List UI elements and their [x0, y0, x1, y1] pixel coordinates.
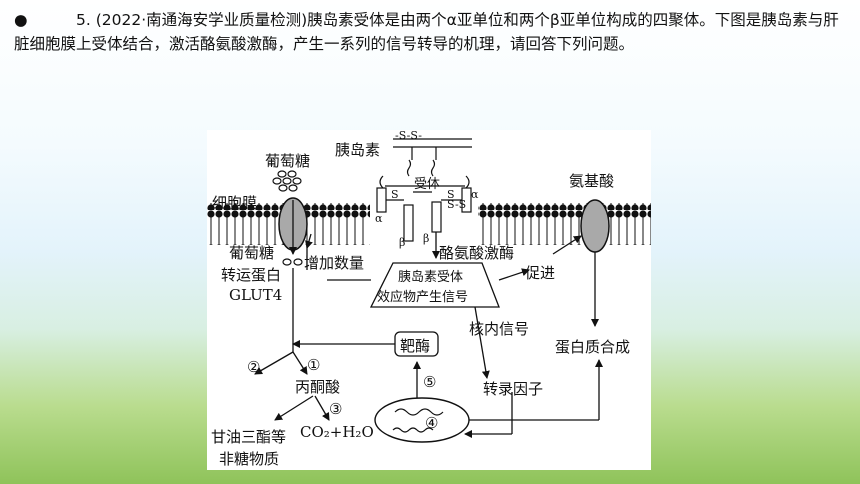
alpha-left-label: α: [375, 212, 383, 225]
pyruvate-label: 丙酮酸: [295, 378, 341, 396]
step-2-label: ②: [247, 358, 261, 376]
ss-bond-label: -S-S-: [395, 129, 423, 142]
product-nonsugar-label: 非糖物质: [219, 450, 280, 468]
cell-membrane-label: 细胞膜: [212, 194, 258, 212]
product-fat-label: 甘油三酯等: [211, 428, 287, 446]
alpha-right-label: α: [471, 188, 479, 201]
transcription-factor-label: 转录因子: [483, 380, 544, 398]
effector-label-1: 胰岛素受体: [398, 270, 464, 285]
promote-label: 促进: [525, 264, 556, 282]
transporter-label-3: GLUT4: [229, 286, 283, 304]
amino-acid-transporter: [580, 199, 610, 253]
step-1-label: ①: [307, 356, 321, 374]
insulin-label: 胰岛素: [335, 141, 381, 159]
ss-small-label: S-S: [447, 198, 467, 211]
question-text-block: ●5. (2022·南通海安学业质量检测)胰岛素受体是由两个α亚单位和两个β亚单…: [14, 8, 844, 56]
protein-synthesis-label: 蛋白质合成: [555, 338, 631, 356]
tyrosine-kinase-label: 酪氨酸激酶: [439, 244, 515, 262]
s-bond-left: S: [391, 188, 399, 201]
step-3-label: ③: [329, 400, 343, 418]
s-bond-right: S: [447, 188, 455, 201]
increase-label: 增加数量: [304, 254, 365, 272]
question-text: 5. (2022·南通海安学业质量检测)胰岛素受体是由两个α亚单位和两个β亚单位…: [14, 11, 839, 53]
target-enzyme-label: 靶酶: [400, 337, 431, 355]
insulin-molecule: [393, 138, 472, 177]
step-4-label: ④: [425, 414, 439, 432]
effector-box: [369, 262, 500, 308]
insulin-receptor: [376, 175, 472, 242]
nuclear-signal-label: 核内信号: [469, 320, 530, 338]
bullet: ●: [14, 11, 28, 29]
beta-right-label: β: [423, 232, 430, 245]
transporter-label-1: 葡萄糖: [229, 244, 275, 262]
diagram-graphics: [207, 138, 651, 443]
glucose-molecules: [272, 170, 303, 266]
product-co2-label: CO₂+H₂O: [300, 423, 374, 441]
insulin-signaling-diagram: 胰岛素 -S-S- 受体 α α β β S S S-S 葡萄糖 细胞膜 葡萄糖…: [207, 129, 651, 470]
effector-label-2: 效应物产生信号: [377, 290, 469, 305]
amino-acid-label: 氨基酸: [569, 172, 615, 190]
diagram-arrows: [254, 200, 603, 438]
beta-left-label: β: [399, 236, 406, 249]
step-5-label: ⑤: [423, 373, 437, 391]
glucose-top-label: 葡萄糖: [265, 152, 311, 170]
receptor-label: 受体: [414, 177, 441, 192]
nucleus: [374, 397, 470, 443]
transporter-label-2: 转运蛋白: [221, 266, 282, 284]
